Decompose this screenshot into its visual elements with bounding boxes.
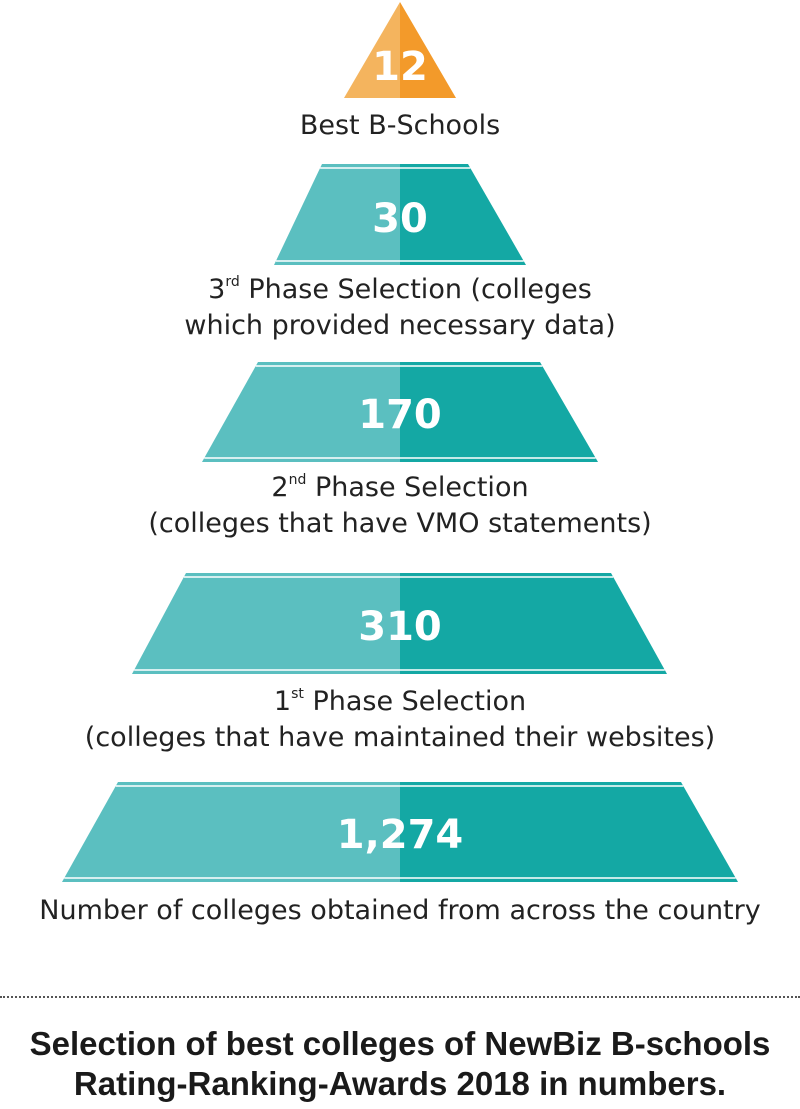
ordinal-suffix: rd: [225, 274, 240, 290]
tier-shape-left-half: [62, 782, 400, 882]
caption-text: Phase Selection: [303, 686, 527, 717]
tier-3rd-phase: 30: [274, 164, 526, 265]
footer-title-line-1: Selection of best colleges of NewBiz B-s…: [29, 1025, 771, 1062]
tier-caption-all-colleges: Number of colleges obtained from across …: [0, 893, 800, 929]
ordinal-number: 2: [271, 472, 289, 503]
tier-shape-right-half: [400, 362, 598, 462]
ordinal-number: 3: [208, 274, 226, 305]
tier-shape-right-half: [400, 164, 526, 265]
tier-shape-right-half: [400, 782, 738, 882]
divider: [0, 996, 800, 998]
tier-shape-left-half: [202, 362, 400, 462]
tier-value: 310: [358, 604, 442, 650]
ordinal-suffix: nd: [288, 472, 307, 488]
caption-text: Number of colleges obtained from across …: [39, 895, 761, 926]
caption-line: (colleges that have maintained their web…: [0, 720, 800, 756]
tier-shape-right-half: [400, 2, 456, 98]
ordinal-suffix: st: [291, 686, 304, 702]
tier-shape-left-half: [132, 573, 400, 674]
caption-line: 1st Phase Selection: [0, 684, 800, 720]
tier-all-colleges: 1,274: [62, 782, 738, 882]
caption-line: 3rd Phase Selection (colleges: [0, 272, 800, 308]
caption-line: Number of colleges obtained from across …: [0, 893, 800, 929]
caption-text: Phase Selection (colleges: [239, 274, 592, 305]
tier-value: 30: [372, 196, 428, 242]
caption-line: Best B-Schools: [0, 108, 800, 144]
tier-shape-left-half: [274, 164, 400, 265]
tier-caption-best-b-schools: Best B-Schools: [0, 108, 800, 144]
tier-caption-2nd-phase: 2nd Phase Selection(colleges that have V…: [0, 470, 800, 542]
caption-text: (colleges that have maintained their web…: [84, 722, 716, 753]
caption-text: Phase Selection: [306, 472, 529, 503]
ordinal-number: 1: [273, 686, 292, 717]
tier-value: 170: [358, 392, 442, 438]
caption-line: which provided necessary data): [0, 308, 800, 344]
tier-value: 12: [372, 44, 428, 90]
tier-shape-right-half: [400, 573, 667, 674]
tier-best-b-schools: 12: [344, 2, 456, 98]
caption-line: (colleges that have VMO statements): [0, 506, 800, 542]
tier-2nd-phase: 170: [202, 362, 598, 462]
caption-text: which provided necessary data): [184, 310, 616, 341]
caption-text: Best B-Schools: [299, 110, 501, 141]
tier-shape-left-half: [344, 2, 400, 98]
tier-1st-phase: 310: [132, 573, 667, 674]
footer-title: Selection of best colleges of NewBiz B-s…: [0, 1024, 800, 1104]
tier-value: 1,274: [337, 812, 464, 858]
tier-caption-1st-phase: 1st Phase Selection(colleges that have m…: [0, 684, 800, 756]
caption-line: 2nd Phase Selection: [0, 470, 800, 506]
footer-title-line-2: Rating-Ranking-Awards 2018 in numbers.: [73, 1065, 727, 1102]
caption-text: (colleges that have VMO statements): [148, 508, 652, 539]
